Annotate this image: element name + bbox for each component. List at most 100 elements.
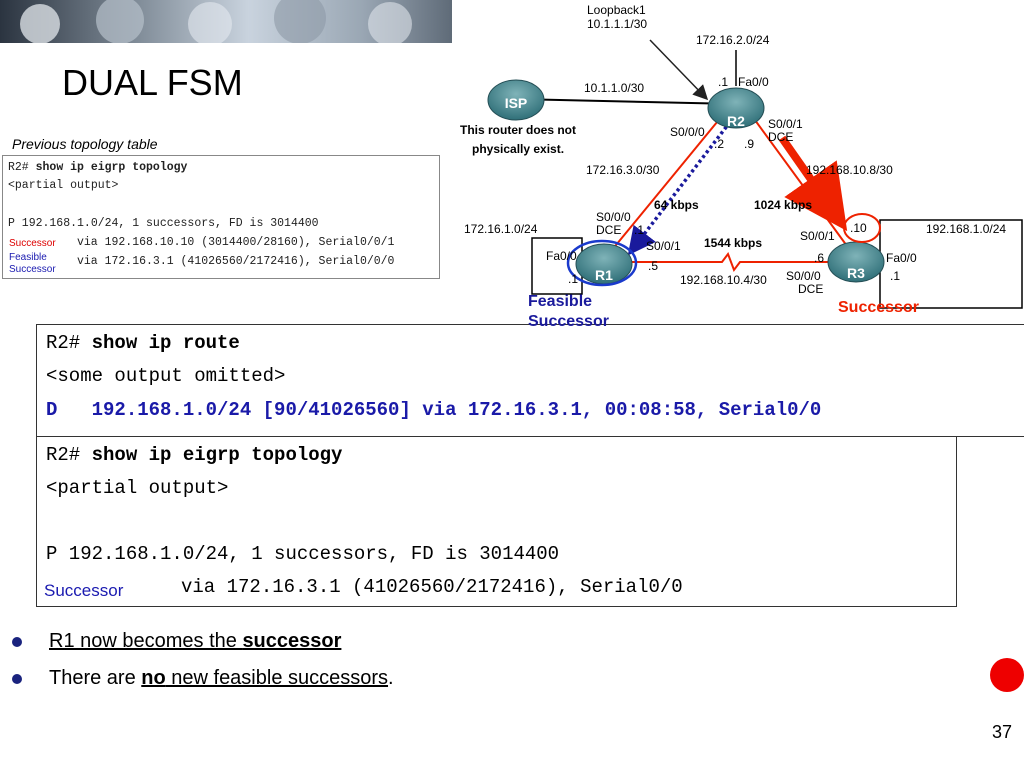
r1-dce-label: DCE — [596, 223, 621, 237]
isp-network-label: 10.1.1.0/30 — [584, 81, 644, 95]
r3-router-icon: R3 — [827, 241, 885, 283]
topo-line-4: via 172.16.3.1 (41026560/2172416), Seria… — [181, 576, 683, 598]
bullet-2-tail: . — [388, 667, 394, 689]
r3-dot1-label: .1 — [890, 269, 900, 283]
feasible-label-line-1: Feasible — [528, 293, 592, 310]
r2-dot2-label: .2 — [714, 137, 724, 151]
slide-title: DUAL FSM — [62, 62, 243, 103]
route-prompt: R2# — [46, 332, 92, 354]
r1-r2-link — [606, 115, 723, 257]
r3-lan-network-label: 192.168.1.0/24 — [926, 222, 1006, 236]
r2-dot1-label: .1 — [718, 75, 728, 89]
r3-fa-label: Fa0/0 — [886, 251, 917, 265]
loopback-ip-label: 10.1.1.1/30 — [587, 17, 647, 31]
bullet-item: There are no new feasible successors. — [12, 660, 394, 697]
r2-s000-label: S0/0/0 — [670, 125, 705, 139]
topo-line-2: <partial output> — [46, 477, 229, 499]
isp-note-line-1: This router does not — [460, 123, 576, 137]
r3-label: R3 — [847, 265, 865, 281]
mini-line-5: via 172.16.3.1 (41026560/2172416), Seria… — [77, 255, 395, 268]
mini-prompt: R2# — [8, 161, 36, 174]
topo-line-3: P 192.168.1.0/24, 1 successors, FD is 30… — [46, 543, 560, 565]
bullet-2-bold: no — [141, 667, 166, 689]
r2-dce-label: DCE — [768, 130, 793, 144]
topo-prompt: R2# — [46, 444, 92, 466]
mini-line-1: R2# show ip eigrp topology — [8, 161, 187, 174]
r1-lan-network-label: 172.16.1.0/24 — [464, 222, 538, 236]
mini-line-3: P 192.168.1.0/24, 1 successors, FD is 30… — [8, 217, 319, 230]
topo-successor-tag: Successor — [44, 581, 124, 600]
r2-fa-label: Fa0/0 — [738, 75, 769, 89]
r2-router-icon: R2 — [707, 87, 765, 129]
r1-r3-link — [628, 251, 837, 273]
bullet-list: R1 now becomes the successor There are n… — [12, 623, 394, 697]
r2-r3-network-label: 192.168.10.8/30 — [806, 163, 893, 177]
previous-topology-label: Previous topology table — [12, 136, 158, 152]
r1-s001-label: S0/0/1 — [646, 239, 681, 253]
topo-line-1: R2# show ip eigrp topology — [46, 444, 342, 466]
isp-note-line-2: physically exist. — [472, 142, 564, 156]
mini-successor-tag: Successor — [9, 238, 56, 249]
r1-r2-network-label: 172.16.3.0/30 — [586, 163, 660, 177]
r3-dot10-circle — [843, 213, 881, 243]
feasible-label-line-2: Successor — [528, 313, 609, 330]
r2-s001-label: S0/0/1 — [768, 117, 803, 131]
bullet-2-post: new feasible successors — [165, 667, 389, 689]
bullet-1-bold: successor — [242, 630, 342, 652]
successor-label: Successor — [838, 299, 919, 316]
banner-graphic — [20, 0, 412, 43]
r3-s001-label: S0/0/1 — [800, 229, 835, 243]
r3-dce-label: DCE — [798, 282, 823, 296]
r1-s000-label: S0/0/0 — [596, 210, 631, 224]
route-line-3: D 192.168.1.0/24 [90/41026560] via 172.1… — [46, 399, 822, 421]
mini-feasible-tag-2: Successor — [9, 264, 56, 275]
isp-label: ISP — [505, 95, 528, 111]
red-circle-marker — [990, 658, 1024, 692]
r1-dot1-lan-label: .1 — [568, 272, 578, 286]
r1-r2-bandwidth-label: 64 kbps — [654, 198, 699, 212]
mini-line-4: via 192.168.10.10 (3014400/28160), Seria… — [77, 236, 395, 249]
isp-r2-link — [515, 98, 737, 105]
header-banner-image — [0, 0, 452, 43]
successor-path-arrow — [778, 135, 848, 232]
route-command: show ip route — [91, 332, 240, 354]
r3-dot6-label: .6 — [814, 251, 824, 265]
r3-s000-label: S0/0/0 — [786, 269, 821, 283]
bullet-text: R1 now becomes the successor — [49, 630, 341, 653]
r2-r3-bandwidth-label: 1024 kbps — [754, 198, 812, 212]
mini-line-2: <partial output> — [8, 179, 119, 192]
r2-label: R2 — [727, 113, 745, 129]
show-ip-route-box: R2# show ip route <some output omitted> … — [36, 324, 1024, 437]
previous-topology-table: R2# show ip eigrp topology <partial outp… — [2, 155, 440, 279]
r1-label: R1 — [595, 267, 613, 283]
topo-command: show ip eigrp topology — [91, 444, 343, 466]
bullet-dot-icon — [12, 673, 22, 684]
page-number: 37 — [991, 722, 1012, 742]
isp-router-icon: ISP — [487, 79, 545, 121]
r1-router-icon: R1 — [566, 239, 638, 287]
show-eigrp-topology-box: R2# show ip eigrp topology <partial outp… — [36, 436, 957, 607]
network-topology-diagram: ISP R2 R1 R3 Loopback1 10.1.1.1/30 172.1… — [460, 3, 1023, 330]
route-line-2: <some output omitted> — [46, 365, 286, 387]
bullet-dot-icon — [12, 636, 22, 647]
r1-dot1-serial-label: .1 — [634, 223, 644, 237]
loopback-arrow — [649, 39, 709, 101]
loopback-label: Loopback1 — [587, 3, 646, 17]
r3-dot10-label: .10 — [850, 221, 867, 235]
r1-fa-label: Fa0/0 — [546, 249, 577, 263]
r1-dot5-label: .5 — [648, 259, 658, 273]
bullet-2-pre: There are — [49, 667, 142, 689]
r1-highlight-circle — [566, 239, 638, 287]
r1-r3-bandwidth-label: 1544 kbps — [704, 236, 762, 250]
mini-feasible-tag-1: Feasible — [9, 252, 47, 263]
bullet-1-pre: R1 now becomes the — [49, 630, 243, 652]
bullet-item: R1 now becomes the successor — [12, 623, 394, 660]
r2-lan-network-label: 172.16.2.0/24 — [696, 33, 770, 47]
r2-r3-link — [751, 115, 848, 247]
mini-command: show ip eigrp topology — [35, 161, 188, 174]
r2-dot9-label: .9 — [744, 137, 754, 151]
r1-r3-network-label: 192.168.10.4/30 — [680, 273, 767, 287]
bullet-text: There are no new feasible successors. — [49, 667, 394, 690]
route-line-1: R2# show ip route — [46, 332, 240, 354]
feasible-path-arrow — [627, 120, 732, 256]
